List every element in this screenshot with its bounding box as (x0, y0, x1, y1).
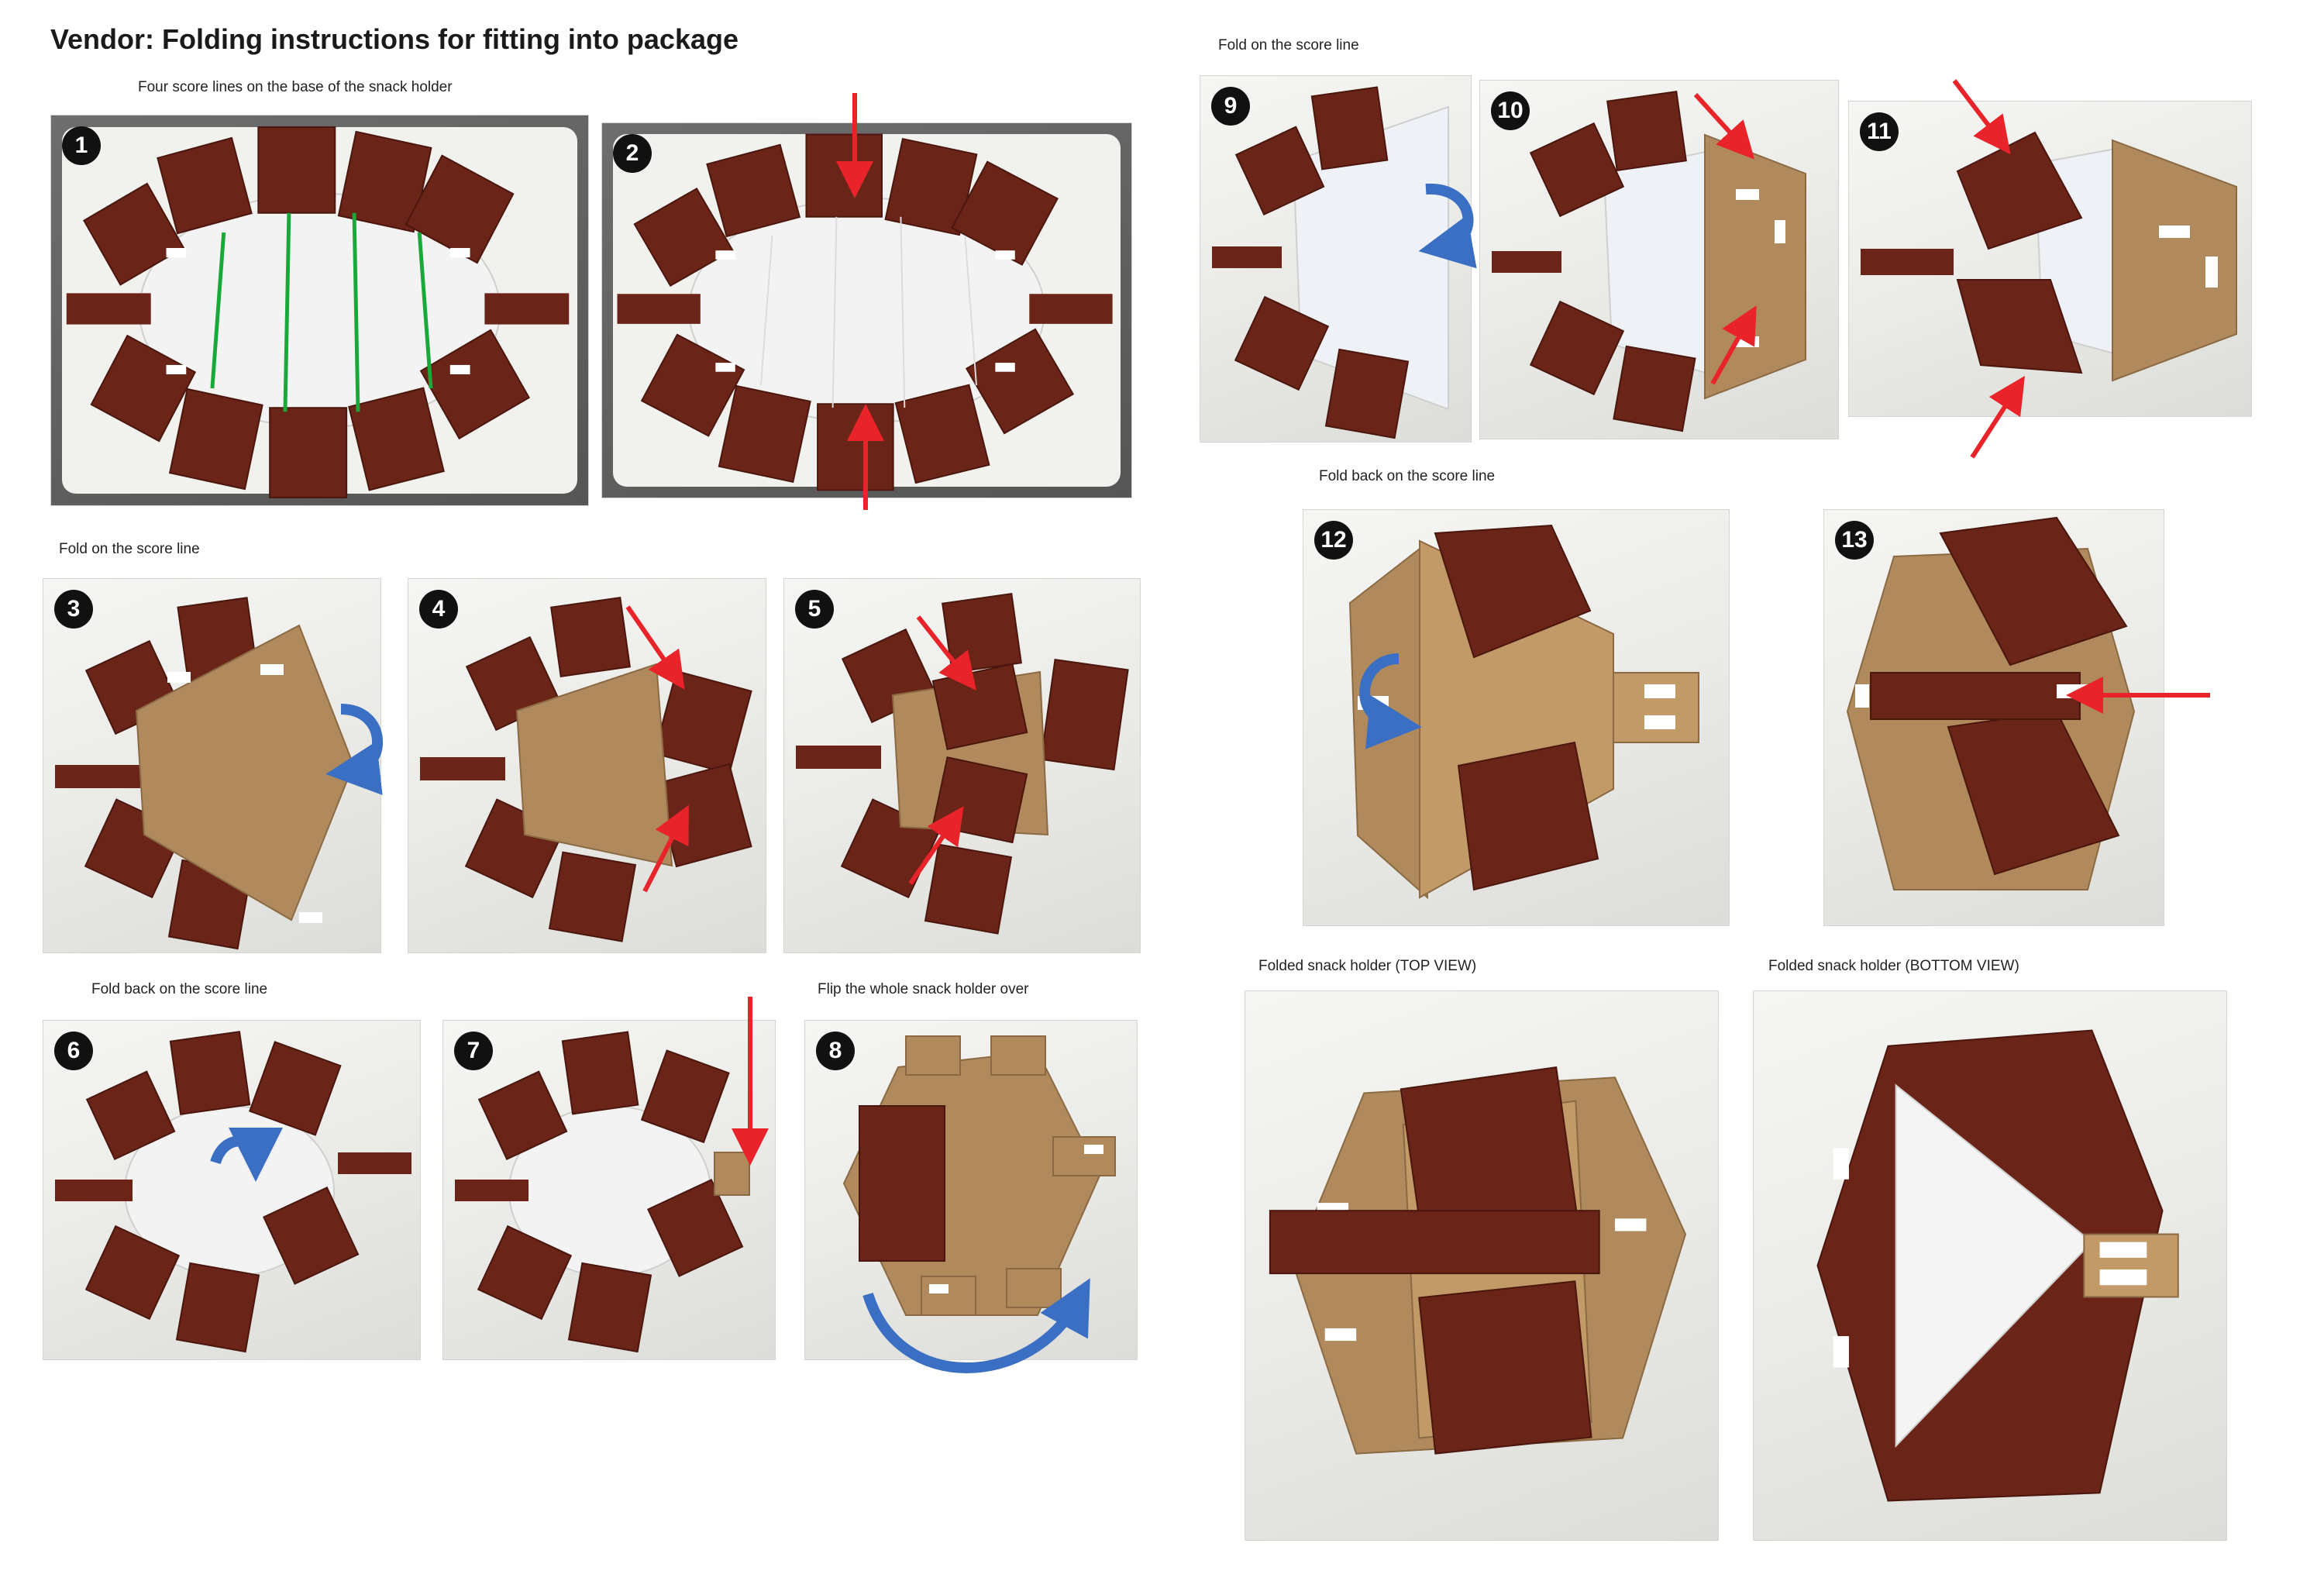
step-8-photo: 8 (804, 1020, 1138, 1360)
caption-bottom-view: Folded snack holder (BOTTOM VIEW) (1768, 958, 2019, 974)
step-number-badge: 5 (795, 590, 834, 629)
step-12-photo: 12 (1303, 509, 1730, 926)
holder-folding-stage (842, 1035, 1116, 1316)
page-title: Vendor: Folding instructions for fitting… (50, 23, 739, 55)
holder-folding-stage (55, 1031, 411, 1353)
step-3-photo: 3 (43, 578, 381, 953)
step-10-photo: 10 (1479, 80, 1839, 439)
holder-folding-stage (1846, 516, 2136, 890)
holder-folding-stage (1492, 91, 1806, 432)
step-number-badge: 9 (1211, 87, 1250, 126)
holder-folding-stage (796, 593, 1129, 935)
caption-top-view: Folded snack holder (TOP VIEW) (1258, 958, 1477, 974)
folded-holder-top-view (1269, 1066, 1686, 1455)
caption-fold-back-left: Fold back on the score line (91, 981, 268, 997)
holder-folding-stage (455, 1031, 750, 1353)
step-2-photo: 2 (601, 122, 1132, 498)
step-9-photo: 9 (1200, 75, 1472, 443)
step-1-photo: 1 (50, 115, 589, 506)
step-4-photo: 4 (408, 578, 766, 953)
flat-snack-holder-with-score-lines (51, 115, 588, 505)
top-view-photo (1245, 990, 1719, 1541)
holder-folding-stage (420, 597, 752, 942)
caption-fold-score-line-right: Fold on the score line (1218, 37, 1359, 53)
holder-folding-stage (1348, 524, 1699, 900)
step-5-photo: 5 (783, 578, 1141, 953)
step-number-badge: 11 (1860, 112, 1899, 151)
step-6-photo: 6 (43, 1020, 421, 1360)
step-13-photo: 13 (1823, 509, 2164, 926)
step-11-photo: 11 (1848, 101, 2252, 417)
step-number-badge: 13 (1835, 521, 1874, 560)
holder-folding-stage (1861, 131, 2237, 382)
caption-flip-over: Flip the whole snack holder over (818, 981, 1029, 997)
caption-fold-score-line-left: Fold on the score line (59, 541, 200, 557)
step-number-badge: 2 (613, 134, 652, 173)
step-number-badge: 4 (419, 590, 458, 629)
flat-snack-holder (602, 123, 1131, 498)
step-number-badge: 10 (1491, 91, 1530, 130)
step-number-badge: 3 (54, 590, 93, 629)
step-number-badge: 7 (454, 1032, 493, 1070)
bottom-view-photo (1753, 990, 2227, 1541)
step-number-badge: 12 (1314, 521, 1353, 560)
holder-folding-stage (55, 597, 355, 950)
step-number-badge: 1 (62, 126, 101, 165)
step-number-badge: 8 (816, 1032, 855, 1070)
folded-holder-bottom-view (1816, 1029, 2179, 1502)
holder-folding-stage (1212, 86, 1449, 439)
step-7-photo: 7 (442, 1020, 776, 1360)
caption-fold-back-right: Fold back on the score line (1319, 468, 1496, 484)
step-number-badge: 6 (54, 1032, 93, 1070)
caption-score-lines: Four score lines on the base of the snac… (138, 79, 453, 95)
